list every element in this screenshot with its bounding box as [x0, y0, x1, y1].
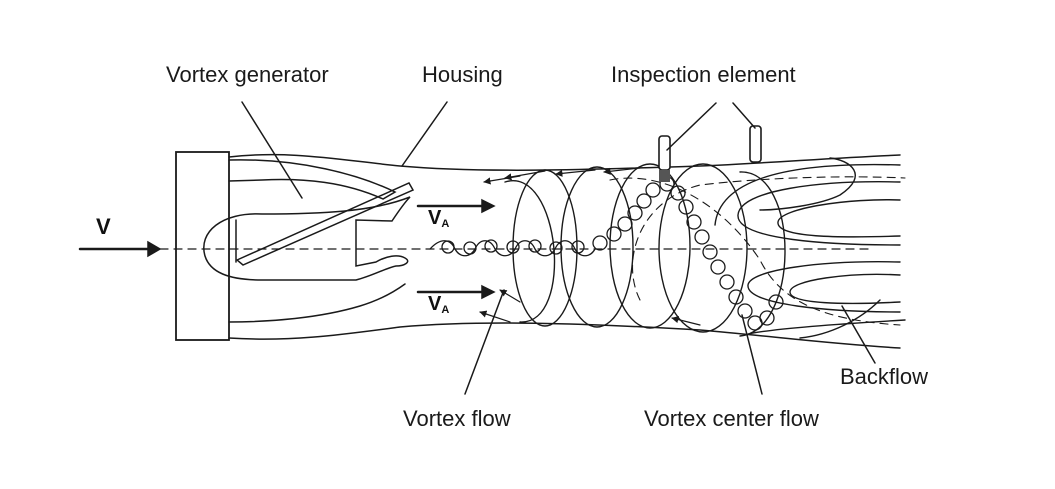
symbol-v: V: [428, 207, 442, 229]
vortex-generator-body: [228, 159, 397, 200]
label-vortex-flow: Vortex flow: [403, 406, 511, 431]
vortex-swirl-rings: [504, 163, 786, 337]
backflow-loops: [714, 157, 906, 339]
label-backflow: Backflow: [840, 364, 929, 389]
inlet-arrow-head: [147, 240, 162, 258]
symbol-sub-a: A: [441, 218, 450, 230]
swirl-ring: [560, 166, 634, 328]
swirl-ring: [658, 163, 748, 333]
swirl-ring: [512, 169, 578, 327]
label-vortex-generator: Vortex generator: [166, 62, 329, 87]
precession-path-upper: [632, 176, 906, 301]
swirl-ring: [504, 180, 556, 323]
label-inspection-element: Inspection element: [611, 62, 796, 87]
inspection-element-1: [658, 135, 671, 171]
housing-top-wall: [228, 153, 901, 171]
leader-lines: [241, 101, 876, 395]
symbol-sub-a: A: [441, 304, 450, 316]
vortex-generator-nose: [203, 196, 411, 281]
inspection-element-1-tip: [659, 170, 670, 182]
symbol-axial-velocity-bottom: VA: [428, 294, 449, 316]
housing-bottom-wall: [228, 322, 901, 349]
label-housing: Housing: [422, 62, 503, 87]
axial-arrow-bottom-head: [481, 284, 496, 300]
inlet-flange: [175, 151, 230, 341]
axial-arrow-top-head: [481, 198, 496, 214]
symbol-v: V: [428, 293, 442, 315]
swirl-ring: [609, 163, 691, 329]
vortex-center-helix: [429, 176, 784, 331]
swirl-vane: [235, 182, 415, 266]
vortex-generator-tail: [228, 283, 406, 323]
precession-path: [609, 177, 901, 326]
symbol-inlet-velocity: V: [96, 214, 111, 239]
label-vortex-center-flow: Vortex center flow: [644, 406, 819, 431]
symbol-axial-velocity-top: VA: [428, 208, 449, 230]
inspection-element-2: [749, 125, 762, 163]
